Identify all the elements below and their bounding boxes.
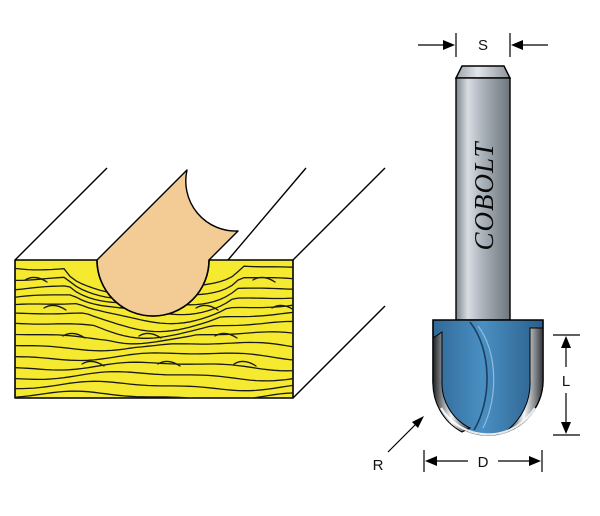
wood-grain-line — [15, 341, 293, 352]
wood-grain-streak — [24, 276, 48, 283]
dimension-r — [387, 416, 424, 453]
wood-grain-line — [15, 320, 293, 339]
wood-grain-streak — [138, 332, 162, 339]
wood-grain-streak — [233, 360, 257, 367]
flute-highlight — [477, 325, 495, 429]
dimension-s — [418, 33, 548, 57]
router-bit: COBOLT — [432, 65, 544, 436]
groove-profile — [96, 259, 210, 317]
cutter-rim — [440, 407, 536, 436]
dimension-d — [423, 450, 543, 472]
dimension-s-label: S — [478, 37, 488, 54]
wood-grain-streak — [195, 304, 219, 311]
wood-block — [10, 167, 386, 419]
wood-grain-line — [15, 311, 293, 333]
wood-grain-line — [15, 352, 293, 362]
wood-grain-streak — [271, 304, 293, 311]
wood-top-edge-lines — [14, 167, 386, 399]
wood-grain-line — [15, 371, 293, 382]
wood-grain-streak — [157, 360, 181, 367]
dimension-r-label: R — [373, 457, 384, 474]
wood-grain-line — [15, 361, 293, 372]
dimension-l — [553, 334, 580, 436]
shank-top-cap — [454, 65, 512, 79]
dimension-l-label: L — [562, 373, 570, 390]
wood-grain-streak — [81, 360, 105, 367]
wood-grain-line — [10, 401, 298, 410]
wood-grain-line — [15, 331, 293, 345]
wood-grain-line — [15, 390, 293, 398]
wood-grain-streak — [214, 332, 238, 339]
flute-curve — [469, 321, 488, 431]
wood-grain-streak — [43, 304, 67, 311]
bit-shank — [455, 77, 511, 321]
wood-grain-line — [10, 411, 298, 419]
brand-label: COBOLT — [469, 141, 499, 251]
wood-grain-streak — [62, 332, 86, 339]
wood-grain-line — [15, 302, 293, 325]
wood-grain-streak — [252, 276, 276, 283]
wood-grain-line — [15, 380, 293, 392]
dimension-d-label: D — [478, 454, 489, 471]
